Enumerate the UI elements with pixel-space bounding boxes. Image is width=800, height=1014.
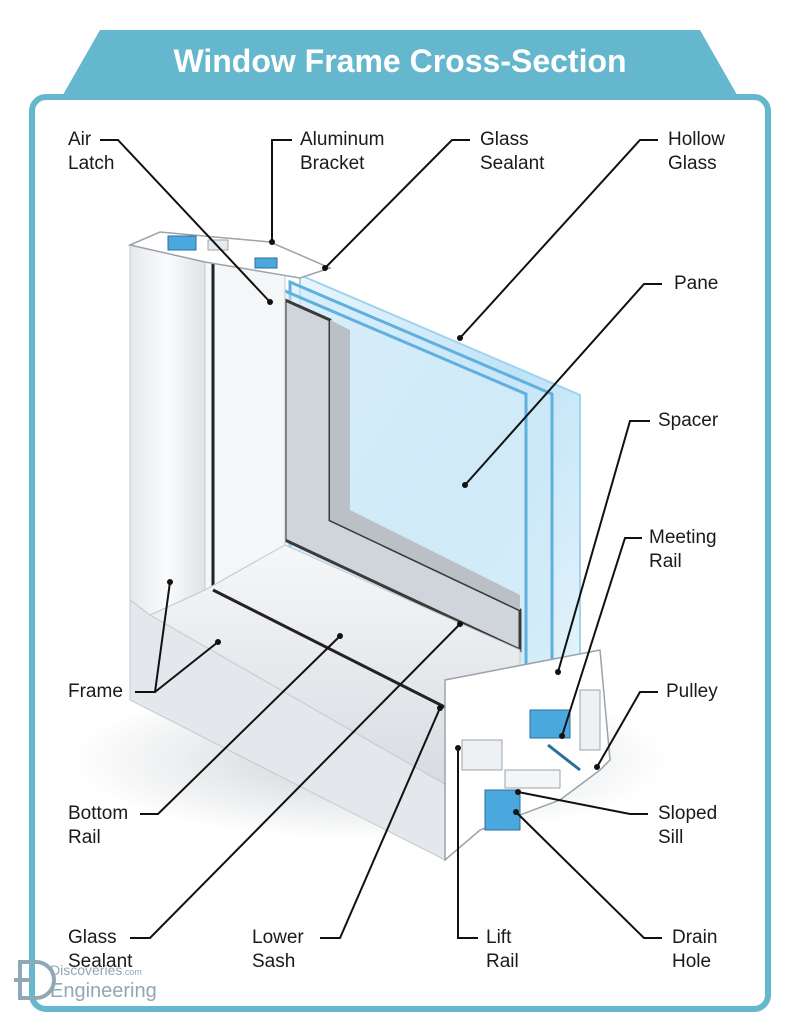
label-glass-sealant-top: Glass Sealant xyxy=(480,129,545,174)
sash-vertical xyxy=(204,244,286,591)
leader-lift-rail xyxy=(457,748,478,939)
leader-hollow-glass xyxy=(459,139,658,339)
leader-pane xyxy=(464,283,662,486)
label-drain-hole: Drain Hole xyxy=(672,927,718,972)
top-chamber-1 xyxy=(167,235,197,251)
top-chamber-2 xyxy=(254,257,278,269)
leader-sloped-sill xyxy=(517,791,648,815)
leader-bottom-rail xyxy=(140,635,341,815)
watermark-line1-text: Discoveries xyxy=(50,962,123,978)
leader-spacer xyxy=(557,420,650,673)
label-air-latch: Air Latch xyxy=(68,129,115,174)
watermark-line2: Engineering xyxy=(50,980,157,1002)
label-sloped-sill: Sloped Sill xyxy=(658,803,718,848)
leader-pulley xyxy=(596,691,658,768)
ed-logo-icon xyxy=(14,960,56,1000)
label-lower-sash: Lower Sash xyxy=(252,927,304,972)
top-chamber-3 xyxy=(207,239,229,251)
sloped-sill-piece xyxy=(504,769,561,789)
leader-aluminum-bracket xyxy=(271,139,292,242)
label-pulley: Pulley xyxy=(666,681,718,702)
inner-reveal-shadow xyxy=(330,320,520,610)
label-spacer: Spacer xyxy=(658,410,719,431)
label-bottom-rail: Bottom Rail xyxy=(68,803,129,848)
leader-lower-sash xyxy=(320,707,441,939)
leader-meeting-rail xyxy=(561,537,642,737)
leader-lines xyxy=(100,139,662,939)
watermark-line1: Discoveries.com xyxy=(50,962,142,978)
meeting-rail-strip xyxy=(547,743,581,772)
leader-glass-sealant-top xyxy=(324,139,470,269)
page-title: Window Frame Cross-Section xyxy=(173,43,626,79)
profile-cell-2 xyxy=(579,689,601,751)
watermark-line1-suffix: .com xyxy=(122,967,142,977)
label-glass-sealant-bottom: Glass Sealant xyxy=(68,927,133,972)
label-pane: Pane xyxy=(674,273,719,294)
label-meeting-rail: Meeting Rail xyxy=(649,527,717,572)
leader-drain-hole xyxy=(515,811,662,939)
leader-glass-sealant-bottom xyxy=(130,623,461,939)
label-aluminum-bracket: Aluminum Bracket xyxy=(300,129,385,174)
label-frame: Frame xyxy=(68,681,123,702)
title-banner xyxy=(60,30,740,100)
profile-cell-1 xyxy=(461,739,503,771)
label-lift-rail: Lift Rail xyxy=(486,927,519,972)
label-hollow-glass: Hollow Glass xyxy=(668,129,726,174)
leader-frame-2 xyxy=(154,641,219,693)
leader-dots xyxy=(167,239,600,815)
leader-air-latch xyxy=(100,139,271,303)
